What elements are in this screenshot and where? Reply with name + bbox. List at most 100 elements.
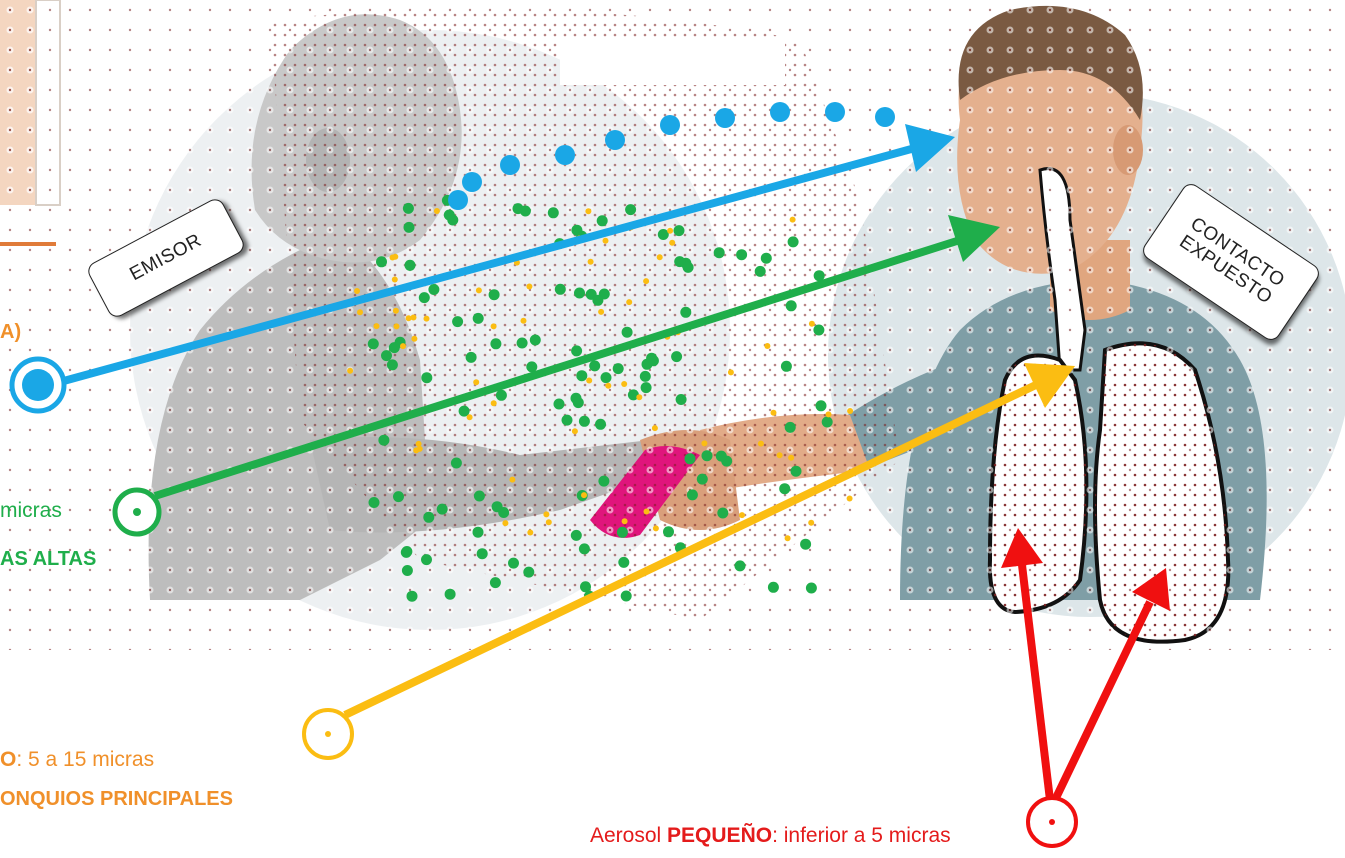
green-droplet [618,557,629,568]
yellow-droplet [847,408,853,414]
yellow-droplet [467,414,473,420]
green-droplet [405,260,416,271]
green-droplet [646,353,657,364]
green-droplet [421,554,432,565]
green-droplet [508,558,519,569]
yellow-droplet [521,318,527,324]
green-droplet [779,483,790,494]
blue-droplet [825,102,845,122]
green-droplet [428,284,439,295]
yellow-droplet [357,309,363,315]
green-droplet [548,207,559,218]
emitter-tag-label: EMISOR [127,230,206,285]
green-droplet [492,501,503,512]
green-droplet [389,342,400,353]
green-droplet [376,256,387,267]
green-droplet [576,370,587,381]
green-droplet [402,565,413,576]
green-droplet [622,327,633,338]
yellow-droplet [509,477,515,483]
yellow-droplet [390,255,396,261]
green-droplet [676,394,687,405]
green-droplet [445,589,456,600]
green-droplet [437,504,448,515]
green-droplet [407,591,418,602]
yellow-droplet [598,309,604,315]
green-droplet [520,206,531,217]
yellow-droplet [526,284,532,290]
yellow-droplet [621,381,627,387]
green-droplet [663,526,674,537]
yellow-marker [304,710,352,758]
green-droplet [421,372,432,383]
yellow-droplet [603,238,609,244]
green-droplet [466,352,477,363]
blue-droplet [715,108,735,128]
yellow-droplet [790,217,796,223]
yellow-droplet [374,323,380,329]
yellow-droplet [546,519,552,525]
yellow-droplet [347,368,353,374]
green-droplet [423,512,434,523]
green-droplet [613,363,624,374]
green-droplet [571,345,582,356]
green-droplet [526,361,537,372]
green-droplet [768,582,779,593]
yellow-droplet [434,208,440,214]
green-droplet [714,247,725,258]
green-droplet [444,210,455,221]
green-droplet [598,476,609,487]
green-droplet [641,382,652,393]
green-droplet [571,225,582,236]
yellow-droplet [657,254,663,260]
green-droplet [579,543,590,554]
green-droplet [806,583,817,594]
green-size-label: micras [0,500,62,521]
green-droplet [473,527,484,538]
yellow-droplet [572,428,578,434]
yellow-droplet [826,411,832,417]
green-droplet [477,548,488,559]
yellow-droplet [476,287,482,293]
green-droplet [625,204,636,215]
green-droplet [735,560,746,571]
yellow-droplet [788,455,794,461]
green-destination-label: AS ALTAS [0,549,96,569]
green-droplet [761,253,772,264]
green-droplet [717,508,728,519]
green-droplet [368,338,379,349]
yellow-droplet [653,525,659,531]
green-droplet [589,360,600,371]
green-droplet [785,422,796,433]
green-droplet [571,530,582,541]
green-droplet [555,284,566,295]
green-droplet [813,325,824,336]
green-droplet [474,491,485,502]
yellow-droplet [543,511,549,517]
green-droplet [595,419,606,430]
green-droplet [490,338,501,349]
yellow-droplet [758,441,764,447]
yellow-droplet [809,321,815,327]
yellow-droplet [622,518,628,524]
yellow-droplet [728,369,734,375]
yellow-droplet [502,520,508,526]
green-droplet [781,361,792,372]
blue-droplet [555,145,575,165]
yellow-droplet [585,208,591,214]
yellow-droplet [847,496,853,502]
blue-marker [12,359,64,411]
green-droplet [579,416,590,427]
yellow-droplet [644,509,650,515]
green-droplet [473,313,484,324]
green-droplet [451,458,462,469]
green-marker [115,490,159,534]
yellow-droplet [701,440,707,446]
yellow-droplet [636,394,642,400]
green-droplet [403,203,414,214]
green-droplet [517,338,528,349]
green-droplet [378,435,389,446]
green-droplet [816,400,827,411]
yellow-droplet [393,308,399,314]
